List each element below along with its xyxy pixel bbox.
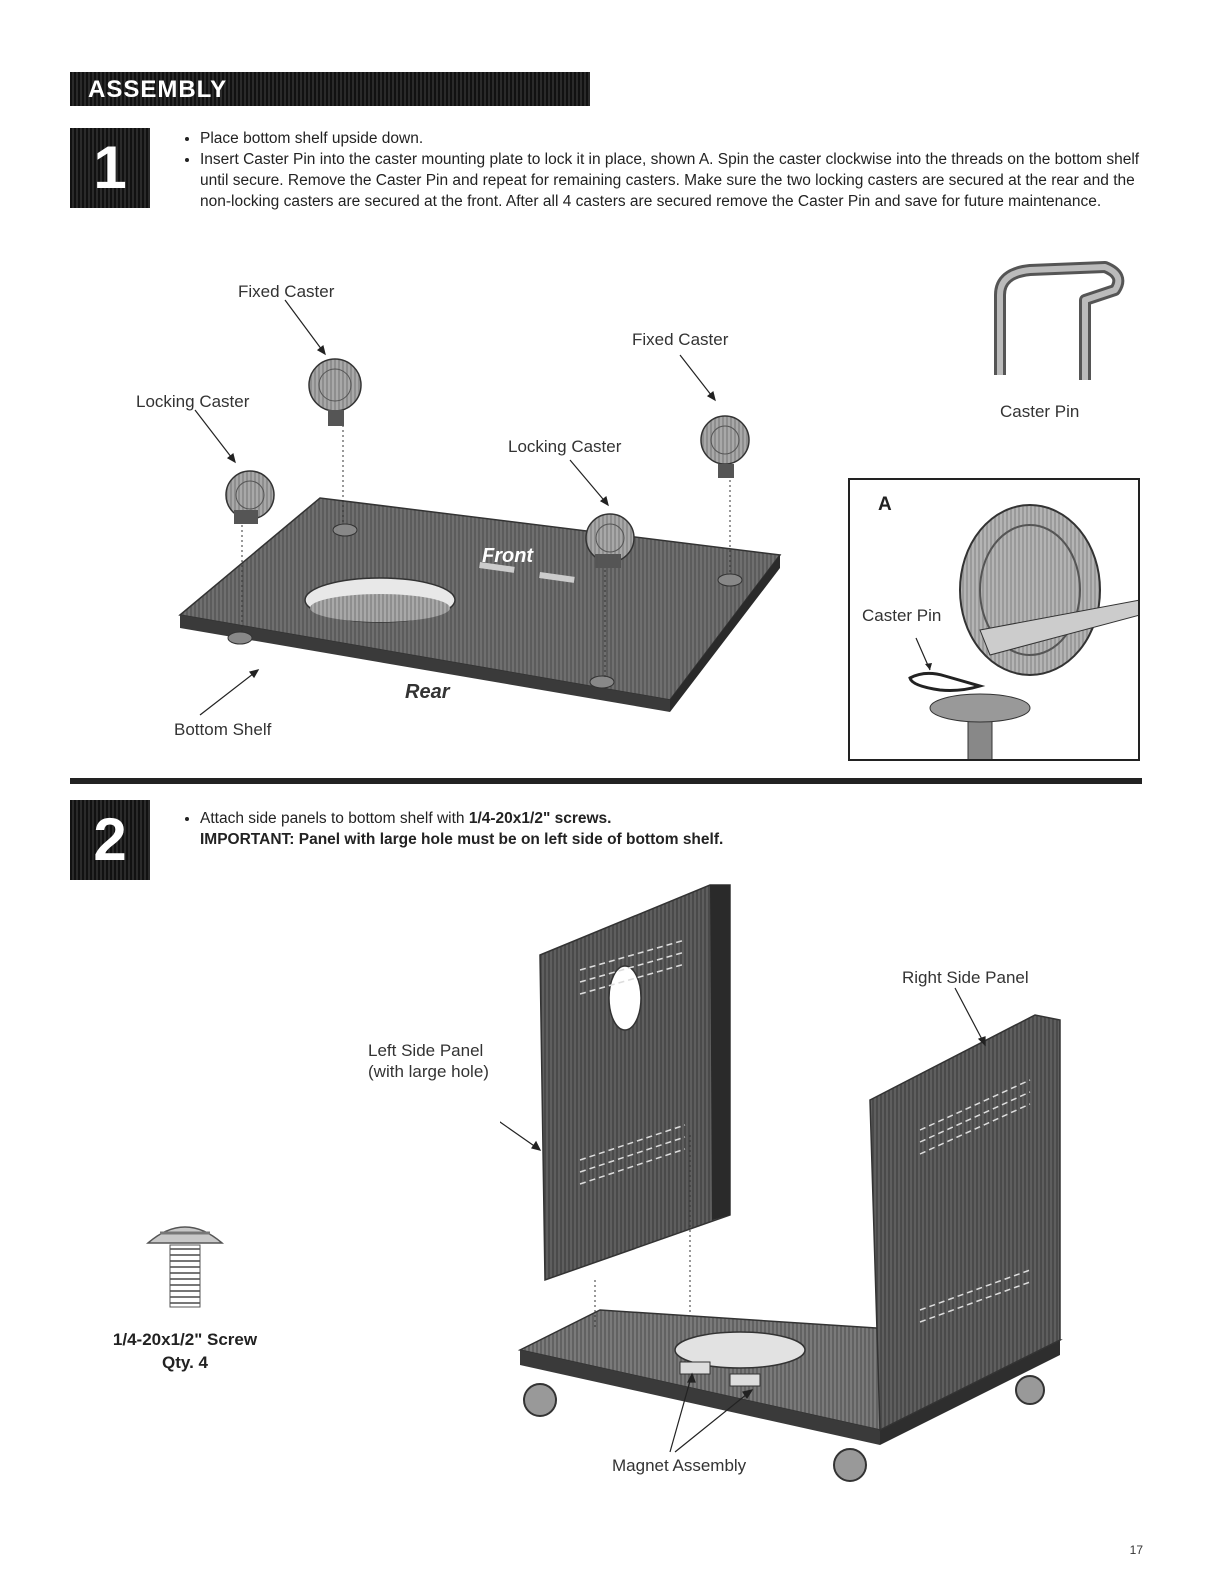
fixed-caster-right-label: Fixed Caster bbox=[632, 330, 729, 349]
step-2-bullet-text: Attach side panels to bottom shelf with bbox=[200, 810, 469, 827]
inset-caster-detail bbox=[908, 504, 1138, 759]
step-1-instructions: Place bottom shelf upside down. Insert C… bbox=[180, 128, 1140, 212]
caster-pin-label: Caster Pin bbox=[1000, 402, 1080, 421]
step-2-bullet-1: Attach side panels to bottom shelf with … bbox=[200, 808, 1080, 850]
caster-fixed-left bbox=[308, 358, 362, 426]
caster-locking-mid bbox=[585, 513, 635, 568]
step-1-number: 1 bbox=[70, 128, 150, 208]
step-1-bullet-2: Insert Caster Pin into the caster mounti… bbox=[200, 149, 1140, 212]
wheel bbox=[833, 1448, 867, 1482]
left-side-panel-label-line2: (with large hole) bbox=[368, 1062, 489, 1081]
caster-locking-left bbox=[225, 470, 275, 524]
front-label: Front bbox=[482, 545, 534, 567]
locking-caster-mid-label: Locking Caster bbox=[508, 437, 622, 456]
caster-pin-illustration bbox=[994, 261, 1125, 380]
caster-fixed-right bbox=[700, 415, 750, 478]
shelf-base-hole bbox=[674, 1331, 806, 1369]
step-2-important: IMPORTANT: Panel with large hole must be… bbox=[200, 831, 724, 848]
rear-label: Rear bbox=[405, 681, 451, 703]
locking-caster-left-label: Locking Caster bbox=[136, 392, 250, 411]
step-2-instructions: Attach side panels to bottom shelf with … bbox=[180, 808, 1080, 850]
screw-quantity: Qty. 4 bbox=[162, 1353, 208, 1372]
bottom-shelf-illustration: Front Rear bbox=[178, 299, 782, 716]
screw-illustration bbox=[145, 1226, 225, 1308]
section-divider bbox=[70, 778, 1142, 784]
magnet-right bbox=[729, 1373, 761, 1387]
detail-inset-a: A Caster Pin bbox=[848, 478, 1140, 761]
shelf-edge-side bbox=[670, 555, 780, 712]
inset-letter: A bbox=[878, 494, 892, 515]
section-title: ASSEMBLY bbox=[88, 76, 228, 103]
wheel bbox=[523, 1383, 557, 1417]
left-side-panel bbox=[539, 884, 731, 1282]
magnet-left bbox=[679, 1361, 711, 1375]
page-number: 17 bbox=[1129, 1543, 1143, 1557]
screw-name: 1/4-20x1/2" Screw bbox=[112, 1330, 258, 1349]
bottom-shelf-label: Bottom Shelf bbox=[174, 720, 272, 739]
right-side-panel-label: Right Side Panel bbox=[902, 968, 1029, 987]
wheel bbox=[1015, 1375, 1045, 1405]
step-2-number: 2 bbox=[70, 800, 150, 880]
fixed-caster-left-label: Fixed Caster bbox=[238, 282, 335, 301]
large-hole bbox=[608, 965, 642, 1031]
left-side-panel-label: Left Side Panel (with large hole) bbox=[368, 1040, 489, 1082]
magnet-assembly-label: Magnet Assembly bbox=[612, 1456, 747, 1475]
shelf-edge-front bbox=[180, 615, 670, 712]
left-side-panel-label-line1: Left Side Panel bbox=[368, 1041, 484, 1060]
inset-caster-pin-label: Caster Pin bbox=[862, 606, 942, 626]
step-1-bullet-1: Place bottom shelf upside down. bbox=[200, 128, 1140, 149]
step-2-bullet-bold: 1/4-20x1/2" screws. bbox=[468, 810, 612, 827]
section-header: ASSEMBLY bbox=[70, 72, 590, 106]
right-side-panel bbox=[869, 1014, 1061, 1432]
side-panels-illustration bbox=[500, 884, 1063, 1482]
